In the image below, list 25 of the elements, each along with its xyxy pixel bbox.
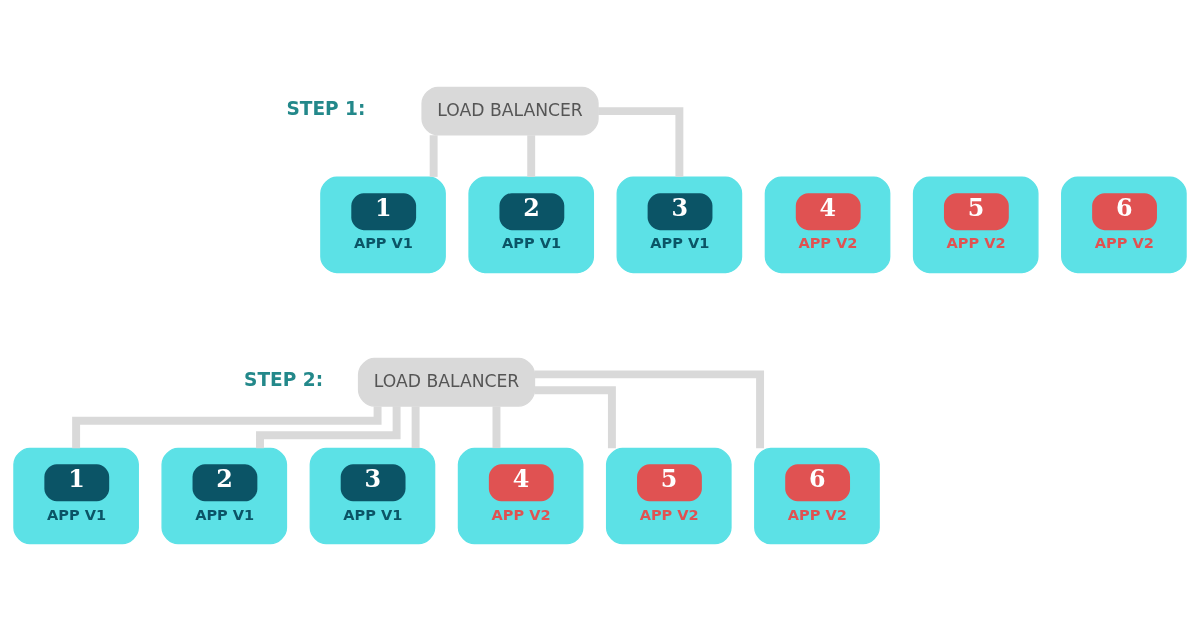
node-box: 2 APP V1 bbox=[161, 447, 288, 544]
connector bbox=[534, 369, 765, 448]
connector bbox=[429, 134, 438, 177]
node-box: 1 APP V1 bbox=[13, 447, 139, 544]
node-box: 6 APP V2 bbox=[754, 447, 880, 544]
node-box: 3 APP V1 bbox=[616, 176, 743, 273]
connector bbox=[527, 134, 536, 177]
node-box: 5 APP V2 bbox=[912, 176, 1039, 273]
connector bbox=[492, 405, 501, 448]
node-box: 5 APP V2 bbox=[605, 447, 732, 544]
connector bbox=[534, 385, 616, 448]
node-box: LOAD BALANCER bbox=[421, 86, 599, 136]
connector bbox=[72, 405, 382, 448]
connector bbox=[411, 405, 420, 448]
node-box: 2 APP V1 bbox=[468, 176, 595, 273]
connector bbox=[598, 106, 684, 177]
label: STEP 2: bbox=[244, 368, 324, 390]
node-box: 3 APP V1 bbox=[309, 447, 436, 544]
node-box: 4 APP V2 bbox=[764, 176, 891, 273]
node-box: 4 APP V2 bbox=[457, 447, 584, 544]
node-box: 1 APP V1 bbox=[320, 176, 446, 273]
node-box: LOAD BALANCER bbox=[357, 357, 536, 407]
node-box: 6 APP V2 bbox=[1061, 176, 1187, 273]
label: STEP 1: bbox=[286, 97, 366, 119]
connector bbox=[256, 405, 401, 448]
